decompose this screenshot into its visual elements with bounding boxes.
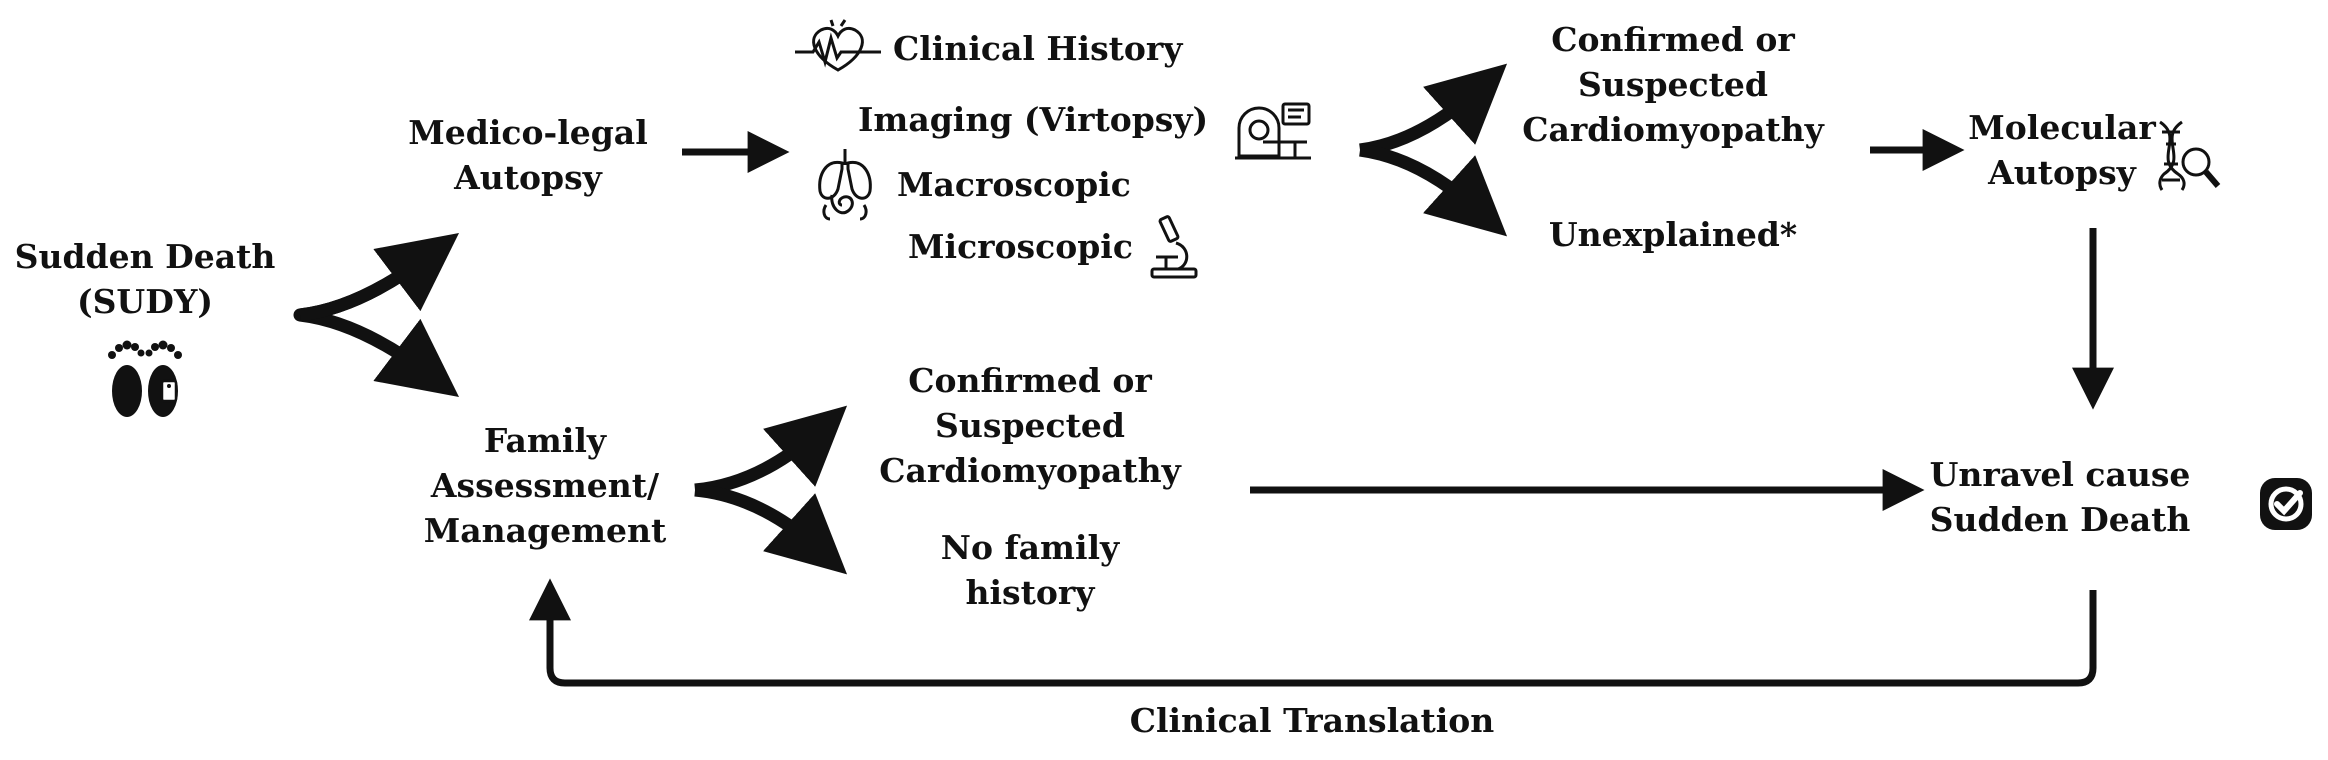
node-line: Medico-legal [408,113,648,152]
label-clinical-translation: Clinical Translation [1129,701,1495,740]
node-no-family-history: No family history [941,525,1119,615]
dna-magnifier-icon [2158,120,2221,191]
node-imaging: Imaging (Virtopsy) [858,100,1209,139]
footprints-tag-icon [108,340,182,417]
fork-family-upper [694,405,848,497]
node-line: Sudden Death [14,237,276,276]
node-line: Sudden Death [1929,500,2191,539]
node-line: Molecular [1968,108,2156,147]
node-medico-legal-autopsy: Medico-legal Autopsy [408,110,647,200]
node-line: Assessment/ [430,466,660,505]
node-confirmed-cardiomyopathy-bottom: Confirmed or Suspected Cardiomyopathy [879,358,1181,493]
node-line: Cardiomyopathy [879,451,1181,490]
node-macroscopic: Macroscopic [897,165,1131,204]
node-unravel-cause: Unravel cause Sudden Death [1930,452,2191,542]
node-line: Suspected [1578,65,1768,104]
node-line: Autopsy [1988,153,2136,192]
node-line: Cardiomyopathy [1522,110,1824,149]
fork-sudden-death-upper [299,233,460,322]
node-clinical-history: Clinical History [893,29,1183,68]
fork-family-lower [694,483,848,575]
arrow-clinical-translation [529,578,2097,687]
organs-anatomy-icon [818,149,872,221]
node-unexplained: Unexplained* [1548,215,1798,254]
node-line: Autopsy [454,158,602,197]
node-line: Management [423,511,667,550]
check-badge-icon [2260,478,2312,530]
node-line: history [965,573,1095,612]
fork-exam-results-upper [1359,63,1508,157]
node-line: Unravel cause [1929,455,2191,494]
node-sudden-death: Sudden Death (SUDY) [15,234,276,324]
heart-ecg-icon [795,19,881,72]
ct-scanner-icon [1235,102,1311,160]
node-line: Confirmed or [908,361,1152,400]
fork-exam-results-lower [1359,143,1508,237]
node-microscopic: Microscopic [908,227,1133,266]
microscope-icon [1150,215,1198,279]
node-line: No family [940,528,1120,567]
node-line: Confirmed or [1551,20,1795,59]
node-family-assessment: Family Assessment/ Management [424,418,667,553]
node-confirmed-cardiomyopathy-top: Confirmed or Suspected Cardiomyopathy [1522,17,1824,152]
node-line: Suspected [935,406,1125,445]
node-molecular-autopsy: Molecular Autopsy [1968,105,2155,195]
node-line: (SUDY) [76,282,213,321]
node-line: Family [483,421,607,460]
